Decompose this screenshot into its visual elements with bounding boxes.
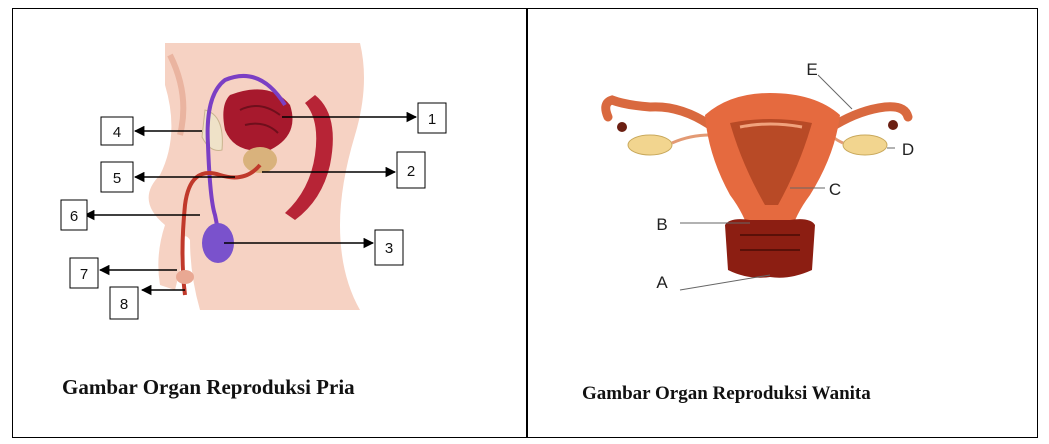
label-C: C (829, 180, 841, 199)
label-8-group: 8 (110, 287, 185, 319)
label-6: 6 (70, 208, 78, 225)
label-1: 1 (428, 111, 436, 128)
label-7: 7 (80, 266, 88, 283)
female-caption: Gambar Organ Reproduksi Wanita (582, 383, 871, 405)
fallopian-tube-left (606, 100, 710, 125)
label-5: 5 (113, 170, 121, 187)
prostate-shape (243, 147, 277, 173)
panel-divider (526, 8, 528, 438)
ovary-left (628, 135, 672, 155)
label-2: 2 (407, 163, 415, 180)
label-E: E (806, 60, 817, 79)
label-D: D (902, 140, 914, 159)
label-8: 8 (120, 296, 128, 313)
label-A: A (656, 273, 668, 292)
male-reproductive-diagram: 1 2 3 4 5 6 7 8 (40, 25, 470, 325)
label-3: 3 (385, 240, 393, 257)
label-B: B (656, 215, 667, 234)
male-caption: Gambar Organ Reproduksi Pria (62, 375, 355, 400)
cervix-shape (725, 219, 815, 278)
female-reproductive-diagram: A B C D E (590, 45, 950, 295)
ovary-right (843, 135, 887, 155)
label-4: 4 (113, 124, 121, 141)
